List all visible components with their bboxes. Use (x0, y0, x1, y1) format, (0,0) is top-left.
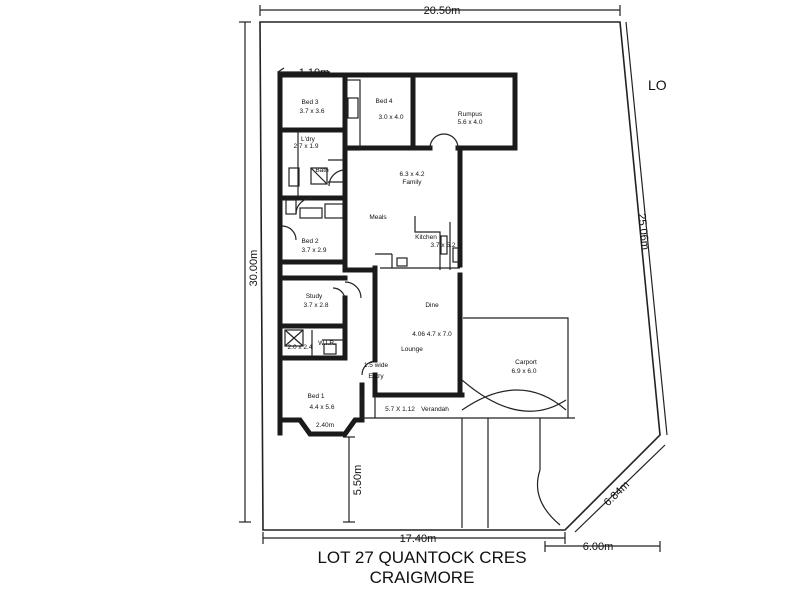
bottom-dimension-label: 17.40m (400, 533, 437, 545)
room-rumpus: Rumpus 5.6 x 4.0 (458, 111, 483, 126)
verandah-size: 5.7 X 1.12 (385, 406, 415, 413)
bath-name: Bath (315, 167, 329, 174)
wir-name: W.I.R. (318, 340, 336, 347)
left-dimension: 30.00m (239, 21, 260, 523)
meals-name: Meals (369, 214, 387, 221)
bed4-size: 3.0 x 4.0 (379, 114, 404, 121)
interior-details (281, 79, 575, 528)
lounge-size: 4.06 4.7 x 7.0 (412, 331, 452, 338)
ldry-size: 2.7 x 1.9 (294, 143, 319, 150)
bed4-name: Bed 4 (376, 98, 393, 105)
dine-name: Dine (425, 302, 439, 309)
kitchen-name: Kitchen (415, 234, 437, 241)
bed1-bay: 2.40m (316, 422, 334, 429)
setback-dimension: 5.50m (343, 436, 364, 523)
ens-size: 2.0 x 2.4 (288, 344, 313, 351)
bed1-name: Bed 1 (308, 393, 325, 400)
site-title-line2: CRAIGMORE (370, 568, 475, 587)
room-kitchen: Kitchen 3.7 x 5.2 (415, 234, 456, 249)
setback-dimension-label: 5.50m (352, 465, 364, 496)
right-dimension-label: 25.06m (635, 213, 651, 251)
site-title-line1: LOT 27 QUANTOCK CRES (317, 548, 526, 567)
entry-size: 1.5 wide (364, 362, 389, 369)
room-bed1: Bed 1 4.4 x 5.6 2.40m (308, 393, 335, 429)
room-ldry: L'dry 2.7 x 1.9 (294, 136, 319, 150)
kitchen-size: 3.7 x 5.2 (431, 242, 456, 249)
bed3-size: 3.7 x 3.6 (300, 108, 325, 115)
room-carport: Carport 6.9 x 6.0 (512, 359, 537, 375)
top-dimension-label: 20.50m (424, 5, 461, 17)
family-name: Family (402, 179, 422, 186)
corner-dimension-label: 6.84m (602, 479, 632, 509)
bed3-name: Bed 3 (302, 99, 319, 106)
bed2-size: 3.7 x 2.9 (302, 247, 327, 254)
room-entry: 1.5 wide Entry (364, 362, 389, 380)
top-dimension: 20.50m (259, 5, 621, 17)
room-lounge: 4.06 4.7 x 7.0 Lounge (401, 331, 452, 353)
room-bed4: Bed 4 3.0 x 4.0 (376, 98, 404, 121)
study-name: Study (306, 293, 323, 300)
bed2-name: Bed 2 (302, 238, 319, 245)
lot-boundary (259, 21, 661, 531)
rumpus-size: 5.6 x 4.0 (458, 119, 483, 126)
carport-name: Carport (515, 359, 537, 366)
bottom-dimension: 17.40m (262, 532, 566, 545)
carport-size: 6.9 x 6.0 (512, 368, 537, 375)
entry-name: Entry (368, 373, 384, 380)
room-bed2: Bed 2 3.7 x 2.9 (302, 238, 327, 254)
room-study: Study 3.7 x 2.8 (304, 293, 329, 309)
ldry-name: L'dry (301, 136, 316, 143)
room-family: 6.3 x 4.2 Family (400, 171, 425, 186)
right-dimension: 25.06m (625, 21, 668, 436)
verandah-name: Verandah (421, 406, 449, 413)
bed1-size: 4.4 x 5.6 (310, 404, 335, 411)
family-size: 6.3 x 4.2 (400, 171, 425, 178)
verandah-label: 5.7 X 1.12 Verandah (385, 406, 449, 413)
frontage-dimension-label: 6.00m (583, 541, 614, 553)
study-size: 3.7 x 2.8 (304, 302, 329, 309)
left-dimension-label: 30.00m (248, 250, 260, 287)
edge-label: LO (648, 77, 667, 93)
corner-dimension: 6.84m (574, 444, 666, 533)
house-walls (277, 72, 518, 437)
room-bed3: Bed 3 3.7 x 3.6 (300, 99, 325, 115)
frontage-dimension: 6.00m (544, 541, 661, 553)
lounge-name: Lounge (401, 346, 423, 353)
rumpus-name: Rumpus (458, 111, 483, 118)
